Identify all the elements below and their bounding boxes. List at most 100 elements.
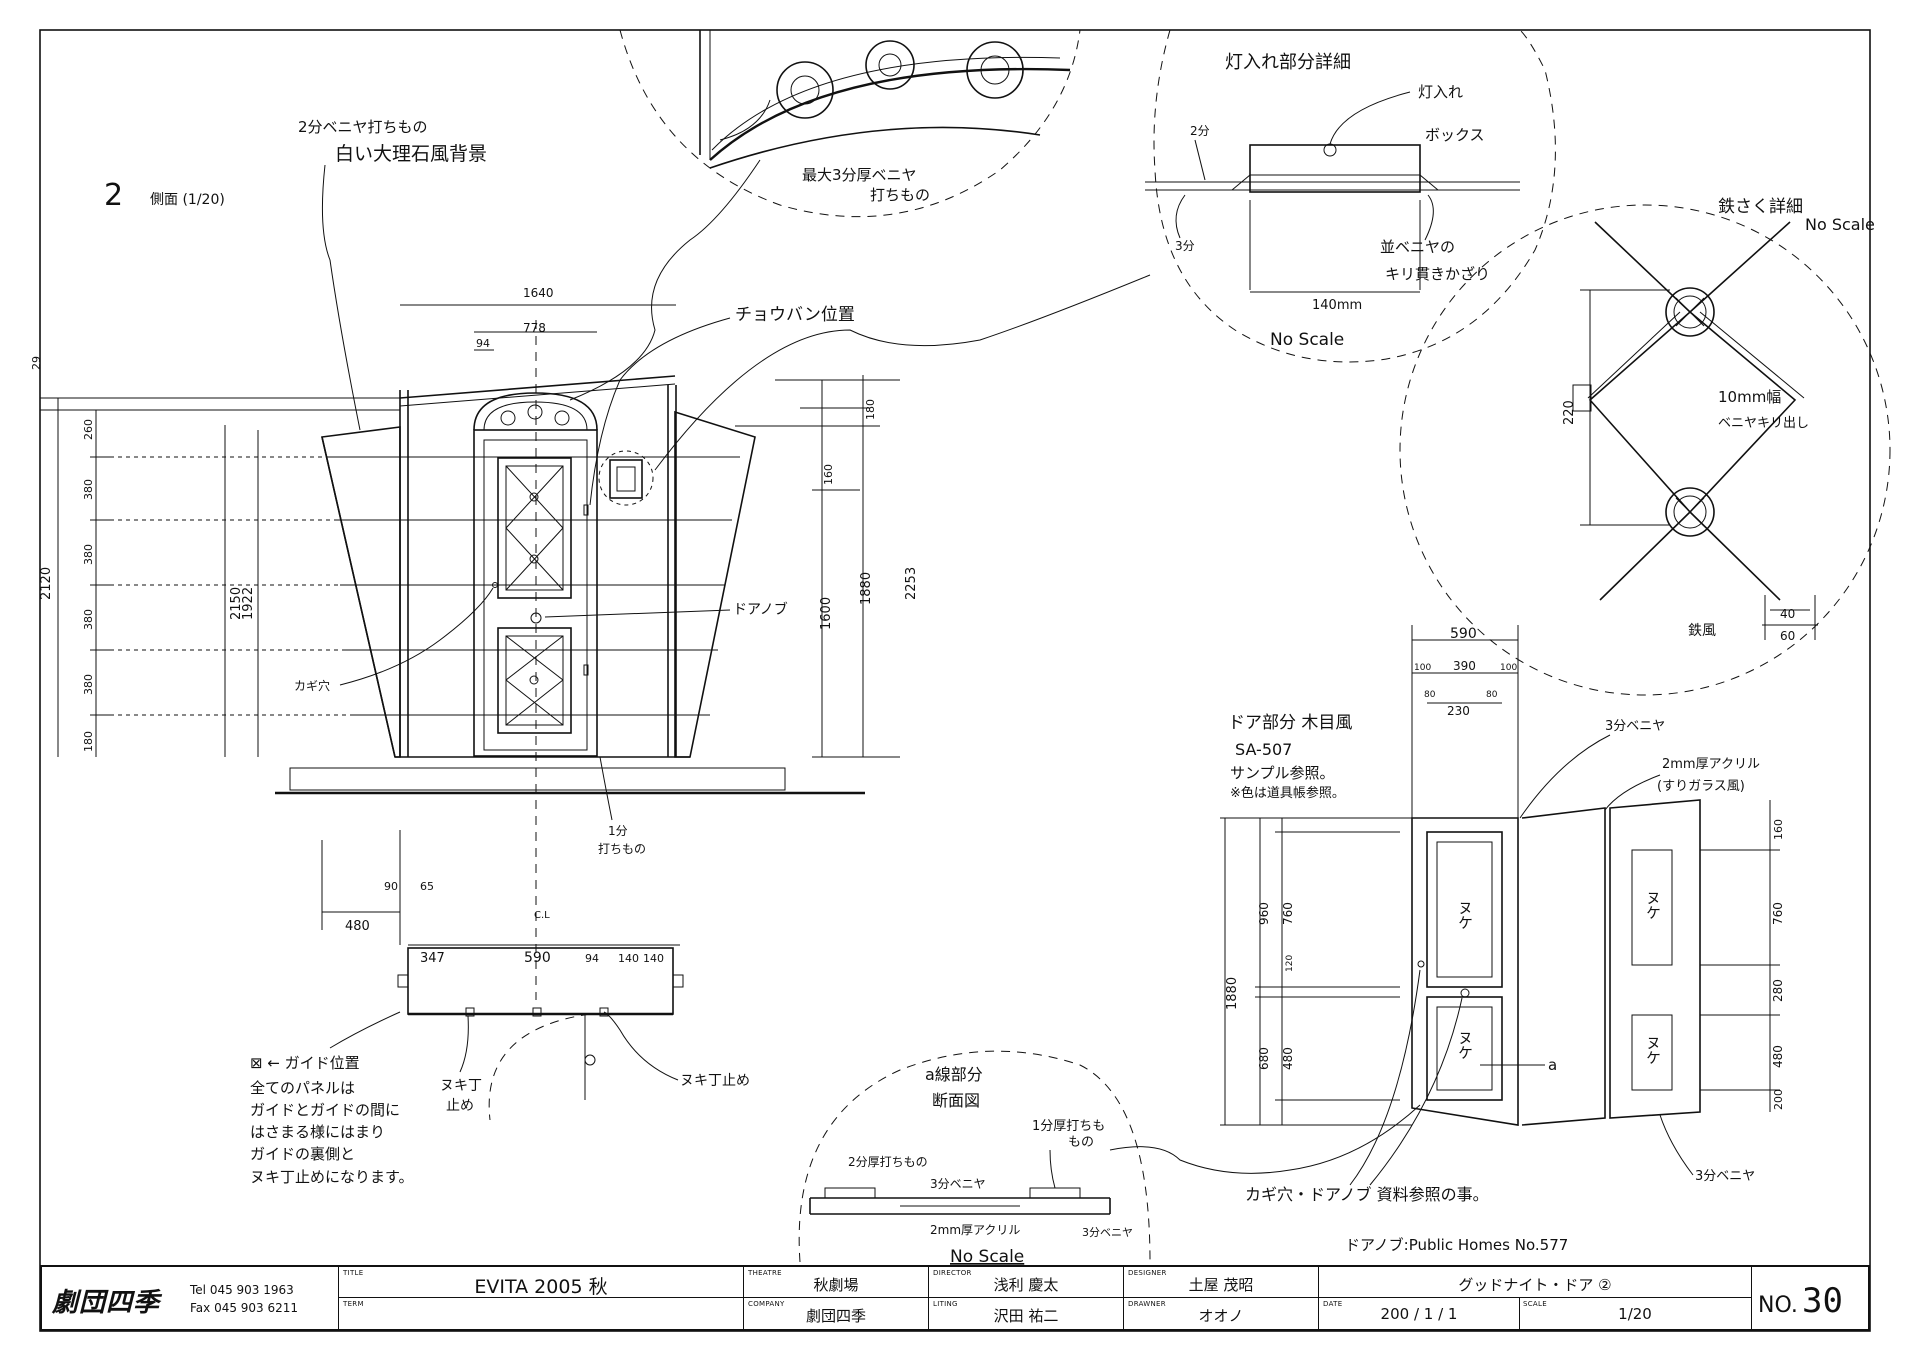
leader-bg [321,164,361,431]
dim-480: 480 [345,919,370,934]
dim-160: 160 [822,464,835,485]
company-logo: 劇団四季 [52,1288,161,1318]
section-scale: No Scale [950,1247,1024,1267]
light-width: 140mm [1312,298,1362,313]
title-block: 劇団四季 Tel 045 903 1963 Fax 045 903 6211 T… [40,1265,1870,1331]
company-fax: Fax 045 903 6211 [190,1301,299,1315]
dim-1922: 1922 [241,587,256,620]
dim-r120: 120 [1285,955,1295,972]
back-ply-layer [1609,799,1701,1119]
door-lower-inner [505,635,564,726]
section-3bu: 3分ベニヤ [930,1177,986,1191]
dim-r160: 160 [1772,819,1785,840]
light-box-1: 灯入れ [1418,83,1463,101]
lamp-callout-circle [598,450,654,506]
dim-65: 65 [420,880,434,893]
back-ply-lower-hole [1631,1014,1673,1091]
dim-r960: 960 [1257,902,1271,925]
dim-140-plan-b: 140 [643,952,664,965]
tb-title-cell: TITLE EVITA 2005 秋 TERM [339,1267,744,1329]
tb-designer-cell: DESIGNER 土屋 茂昭 DRAWNER オオノ [1124,1267,1319,1329]
dim-590: 590 [524,950,551,966]
note-finish-3: サンプル参照。 [1230,764,1335,782]
marble-panel-left-edge [321,436,396,758]
lighting: 沢田 祐二 [993,1307,1059,1325]
dims-left [57,398,350,757]
door-arch-inner [483,401,588,431]
note-guide-4: ガイドの裏側と [250,1145,355,1163]
dim-r480-l: 480 [1281,1047,1295,1070]
door-upper-inner [505,465,564,591]
door-face [1411,817,1519,1126]
company: 劇団四季 [805,1307,866,1325]
arch-detail-boundary [619,29,1081,218]
sheet-no-label: NO. [1758,1293,1798,1318]
note-guide-3: はさまる様にはまり [250,1123,385,1141]
upper-lattice [505,465,564,591]
dim-380-b: 380 [82,544,95,565]
note-finish-2: SA-507 [1235,740,1292,759]
dim-r760-l: 760 [1281,902,1295,925]
guide-rails [330,456,740,758]
note-guide-2: ガイドとガイドの間に [250,1101,400,1119]
keyhole [492,582,498,588]
plan-guides [397,974,684,1017]
dim-90: 90 [384,880,398,893]
marble-panel-left [321,426,401,758]
designer-key: DESIGNER [1128,1269,1167,1277]
designer: 土屋 茂昭 [1188,1276,1254,1294]
note-acrylic-2: (すりガラス風) [1657,779,1745,794]
door-face-knob [1460,988,1470,998]
leader-arch [569,159,761,401]
iron-lattice [1572,221,1805,601]
iron-height: 220 [1562,400,1577,425]
leader-hinge [589,317,731,506]
light-title: 灯入れ部分詳細 [1225,52,1351,73]
theatre-key: THEATRE [748,1269,782,1277]
term-key: TERM [343,1300,364,1308]
leader-1bu [599,756,613,821]
dims-right [735,375,900,758]
light-scale: No Scale [1270,330,1344,350]
door-lower-nuke: ヌケ [1456,1030,1474,1060]
dim-2150: 2150 [229,587,244,620]
drawing-title: EVITA 2005 秋 [474,1276,608,1298]
company-key: COMPANY [748,1300,785,1308]
back-ply-upper-hole [1631,849,1673,966]
dim-778: 778 [523,321,546,335]
back-lower-nuke: ヌケ [1644,1035,1662,1065]
dim-180-right: 180 [864,399,877,420]
note-1bu-2: 打ちもの [598,842,646,856]
note-guide-mark: ⊠ ← ガイド位置 [250,1054,360,1072]
dim-r760-r: 760 [1771,902,1785,925]
note-1bu-1: 1分 [608,824,628,838]
iron-scale: No Scale [1805,215,1875,234]
door-face-lower-inner [1436,1006,1493,1091]
light-detail: 灯入れ部分詳細 灯入れ ボックス 2分 3分 並ベニヤの キリ貫きかざり 140… [654,29,1556,471]
dim-1880: 1880 [859,572,874,605]
dim-r390: 390 [1453,659,1476,673]
iron-detail: 鉄さく詳細 No Scale 220 10mm幅 ベニヤキリ出し 鉄風 40 6… [1399,197,1891,696]
note-doorknob: ドアノブ [733,601,788,618]
section-detail: a線部分 断面図 2分厚打ちもの 3分ベニヤ 1分厚打ちも もの 2mm厚アクリ… [798,1050,1421,1267]
side-elevation: 2 側面 (1/20) [30,118,919,1186]
note-keyhole-ref: カギ穴・ドアノブ 資料参照の事。 [1245,1185,1489,1204]
dim-380-a: 380 [82,479,95,500]
door-face-keyhole [1417,960,1425,968]
section-acr: 2mm厚アクリル [930,1223,1020,1237]
dim-r230: 230 [1447,704,1470,718]
door-detail: ドア部分 木目風 SA-507 サンプル参照。 ※色は道具帳参照。 ヌケ ヌケ … [1220,625,1785,1254]
dim-29: 29 [30,356,43,370]
section-3bu-r: 3分ベニヤ [1082,1226,1133,1239]
leader-doorknob [544,609,731,618]
note-finish-4: ※色は道具帳参照。 [1230,785,1345,801]
door-face-upper-inner [1436,841,1493,978]
back-upper-nuke: ヌケ [1644,890,1662,920]
section-1bu-1: 1分厚打ちも [1032,1119,1105,1134]
iron-strip-1: 10mm幅 [1718,388,1781,406]
lower-lattice [505,635,564,726]
section-2bu: 2分厚打ちもの [848,1155,928,1169]
director-key: DIRECTOR [933,1269,972,1277]
hinge-upper [583,504,589,516]
frame-top-slant [399,375,676,399]
